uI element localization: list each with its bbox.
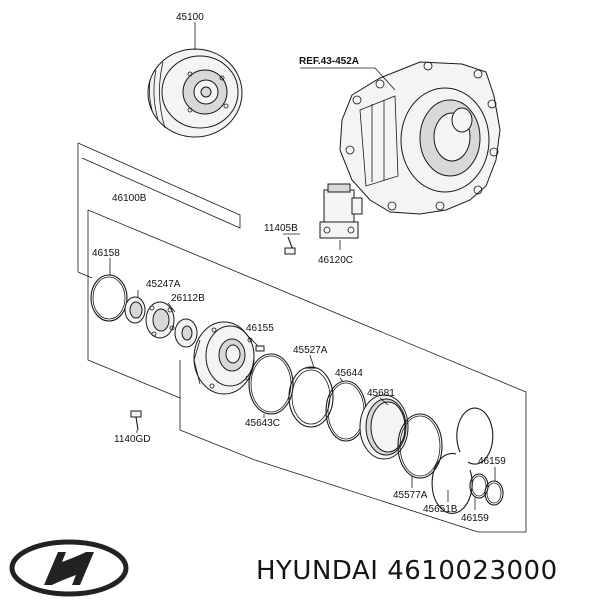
snap-ring-45643c-part[interactable] (248, 353, 294, 415)
brand-part-number: HYUNDAI 4610023000 (256, 556, 558, 586)
callout-46158: 46158 (92, 248, 120, 259)
bearing-part[interactable] (145, 301, 175, 339)
o-ring-46158-part[interactable] (90, 274, 128, 322)
callout-26112b: 26112B (171, 293, 205, 304)
callout-46159-lower: 46159 (461, 513, 489, 524)
seal-ring-46159-b-part[interactable] (469, 473, 489, 499)
snap-ring-45527a-part[interactable] (288, 366, 334, 428)
callout-45643c: 45643C (245, 418, 280, 429)
snap-ring-45651b-part[interactable] (431, 407, 494, 514)
bolt-1140gd-part[interactable] (130, 410, 142, 431)
callout-45247a: 45247A (146, 279, 181, 290)
callout-46159-upper: 46159 (478, 456, 506, 467)
snap-ring-45577a-part[interactable] (397, 413, 443, 479)
callout-1140gd: 1140GD (114, 434, 151, 445)
callout-45577a: 45577A (393, 490, 428, 501)
callout-11405b: 11405B (264, 223, 298, 234)
hyundai-logo-icon (9, 539, 129, 597)
group-frames (77, 142, 527, 533)
callout-45681: 45681 (367, 388, 395, 399)
oil-pump-body-part[interactable] (193, 321, 255, 395)
oil-seal-part[interactable] (124, 296, 146, 324)
callout-ref: REF.43-452A (299, 56, 359, 67)
callout-46100b: 46100B (112, 193, 147, 204)
transaxle-housing-part[interactable] (339, 61, 501, 215)
callout-45100: 45100 (176, 12, 204, 23)
solenoid-valve-part[interactable] (319, 183, 363, 239)
clutch-drum-45681-part[interactable] (359, 394, 409, 460)
pin-46155-part[interactable] (255, 345, 265, 352)
pump-gear-part[interactable] (174, 318, 198, 348)
callout-46120c: 46120C (318, 255, 353, 266)
callout-45644: 45644 (335, 368, 363, 379)
callout-45527a: 45527A (293, 345, 328, 356)
bolt-11405b-part[interactable] (284, 236, 296, 255)
seal-ring-46159-a-part[interactable] (484, 480, 504, 506)
callout-46155: 46155 (246, 323, 274, 334)
torque-converter-part[interactable] (147, 48, 243, 138)
callout-45651b: 45651B (423, 504, 458, 515)
